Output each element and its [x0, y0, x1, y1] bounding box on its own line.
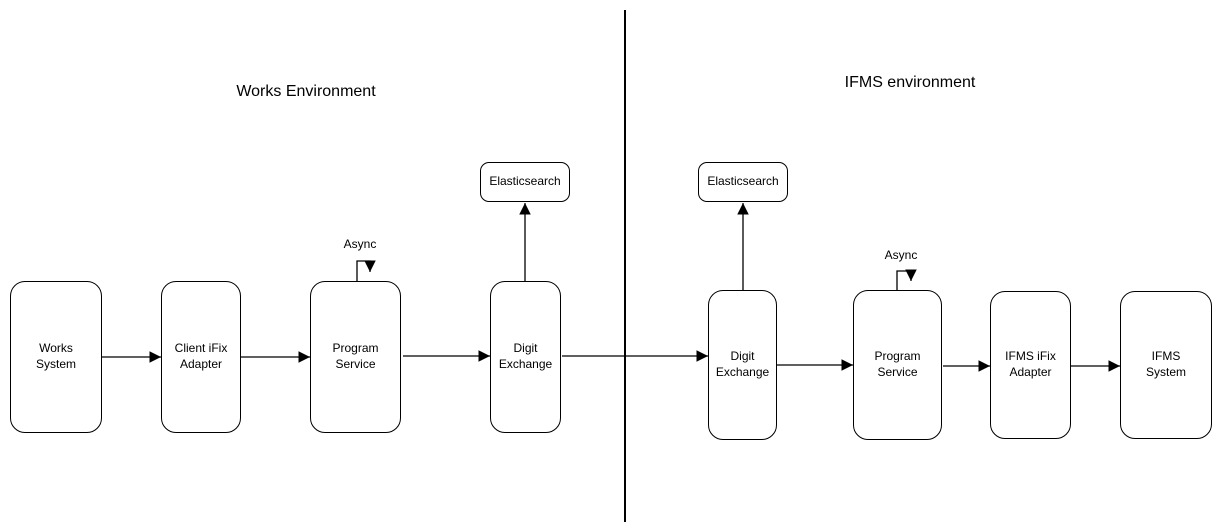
node-program-service-ifms: Program Service: [853, 290, 942, 440]
node-digit-exchange-ifms: Digit Exchange: [708, 290, 777, 440]
works-environment-title: Works Environment: [236, 83, 376, 100]
async-loop-ifms: [896, 269, 917, 290]
node-elasticsearch-ifms: Elasticsearch: [698, 162, 788, 202]
async-loop-works: [356, 260, 376, 281]
node-digit-exchange-ifms-label: Digit Exchange: [715, 349, 770, 379]
node-ifms-system: IFMS System: [1120, 291, 1212, 439]
node-program-service-works-label: Program Service: [332, 341, 379, 371]
async-label-works: Async: [343, 237, 377, 251]
node-works-system: Works System: [10, 281, 102, 433]
async-label-ifms: Async: [884, 248, 918, 262]
node-elasticsearch-ifms-label: Elasticsearch: [707, 174, 779, 189]
ifms-environment-title: IFMS environment: [844, 74, 976, 91]
node-elasticsearch-works-label: Elasticsearch: [489, 174, 561, 189]
node-elasticsearch-works: Elasticsearch: [480, 162, 570, 202]
node-program-service-ifms-label: Program Service: [874, 349, 921, 379]
node-ifms-system-label: IFMS System: [1145, 349, 1186, 379]
node-digit-exchange-works-label: Digit Exchange: [498, 341, 553, 371]
node-program-service-works: Program Service: [310, 281, 401, 433]
node-digit-exchange-works: Digit Exchange: [490, 281, 561, 433]
node-works-system-label: Works System: [35, 341, 76, 371]
node-ifms-ifix-adapter-label: IFMS iFix Adapter: [1005, 349, 1056, 379]
node-client-ifix-adapter: Client iFix Adapter: [161, 281, 241, 433]
node-client-ifix-adapter-label: Client iFix Adapter: [174, 341, 228, 371]
node-ifms-ifix-adapter: IFMS iFix Adapter: [990, 291, 1071, 439]
